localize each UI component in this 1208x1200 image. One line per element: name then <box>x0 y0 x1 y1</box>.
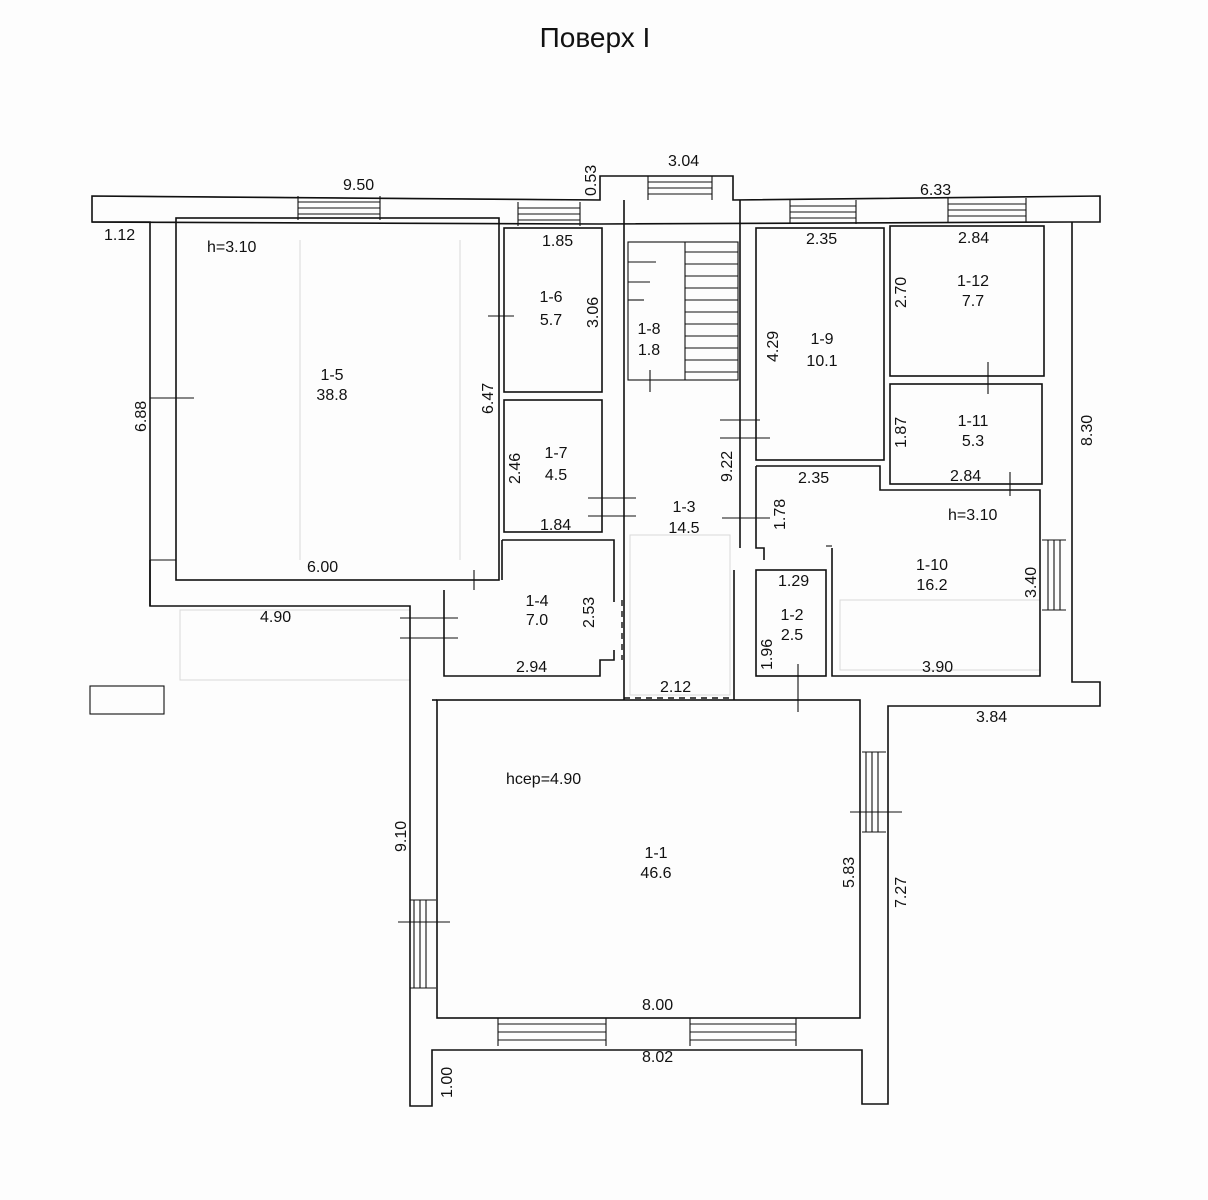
room-1-12-area: 7.7 <box>962 293 984 310</box>
doors <box>150 315 1011 712</box>
page-title: Поверх I <box>539 22 651 53</box>
room-1-5-id: 1-5 <box>320 367 343 384</box>
dim-right-step: 3.84 <box>976 709 1007 726</box>
room-1-4-area: 7.0 <box>526 612 548 629</box>
room-1-3-id: 1-3 <box>672 499 695 516</box>
room-1-2-id: 1-2 <box>780 607 803 624</box>
stair-steps <box>628 242 738 380</box>
room-1-9-area: 10.1 <box>806 353 837 370</box>
room-1-10-id: 1-10 <box>916 557 948 574</box>
interior-walls <box>432 200 1045 1019</box>
room-1-7-area: 4.5 <box>545 467 567 484</box>
dim-r11-outer-height: 7.27 <box>893 877 910 908</box>
window-top-stair <box>647 176 713 200</box>
dim-r19-width: 2.35 <box>806 231 837 248</box>
windows <box>297 176 1066 1046</box>
room-1-6-id: 1-6 <box>539 289 562 306</box>
dim-bottom-return: 1.00 <box>439 1067 456 1098</box>
height-labels: h=3.10 h=3.10 hсер=4.90 <box>207 239 997 788</box>
dim-r17-height: 2.46 <box>507 453 524 484</box>
room-1-7-id: 1-7 <box>544 445 567 462</box>
dim-r19-bottom: 2.35 <box>798 470 829 487</box>
height-room-1-5: h=3.10 <box>207 239 256 256</box>
room-1-3-area: 14.5 <box>668 520 699 537</box>
window-bottom-right <box>689 1018 797 1046</box>
room-1-1-area: 46.6 <box>640 865 671 882</box>
dim-r11-width: 8.00 <box>642 997 673 1014</box>
background-ghost-lines <box>179 240 1041 696</box>
dim-top-left-return: 1.12 <box>104 227 135 244</box>
room-1-9-id: 1-9 <box>810 331 833 348</box>
room-labels: 1-5 38.8 1-6 5.7 1-7 4.5 1-4 7.0 1-8 1.8… <box>316 273 989 882</box>
dim-r112-width: 2.84 <box>958 230 989 247</box>
dim-r12-height: 1.96 <box>759 639 776 670</box>
room-1-6-area: 5.7 <box>540 312 562 329</box>
outer-walls <box>91 175 1101 1107</box>
dim-top-stair-offset: 0.53 <box>583 165 600 196</box>
dim-r15-width: 6.00 <box>307 559 338 576</box>
room-1-1-id: 1-1 <box>644 845 667 862</box>
dim-r19-height: 4.29 <box>765 331 782 362</box>
dim-r15-outer-height: 6.88 <box>133 401 150 432</box>
height-room-1-1: hсер=4.90 <box>506 771 581 788</box>
room-1-8-id: 1-8 <box>637 321 660 338</box>
dim-r11-inner-height: 5.83 <box>841 857 858 888</box>
window-left-11 <box>398 899 450 989</box>
room-1-11-area: 5.3 <box>962 433 984 450</box>
dim-r17-width: 1.84 <box>540 517 571 534</box>
window-top-112 <box>947 198 1027 222</box>
dim-top-stair-width: 3.04 <box>668 153 699 170</box>
room-1-2-area: 2.5 <box>781 627 803 644</box>
dim-r112-height: 2.70 <box>893 277 910 308</box>
dim-r13-height: 9.22 <box>719 451 736 482</box>
dim-r16-width: 1.85 <box>542 233 573 250</box>
dim-top-left-width: 9.50 <box>343 177 374 194</box>
dim-r111-height: 1.87 <box>893 417 910 448</box>
dim-r16-height: 3.06 <box>585 297 602 328</box>
dim-corridor-width: 2.12 <box>660 679 691 696</box>
dim-top-right-width: 6.33 <box>920 182 951 199</box>
room-1-10-area: 16.2 <box>916 577 947 594</box>
window-top-16 <box>517 202 581 226</box>
dim-r110-width: 3.90 <box>922 659 953 676</box>
room-1-12-id: 1-12 <box>957 273 989 290</box>
dim-left-step: 4.90 <box>260 609 291 626</box>
dim-r11-left-height: 9.10 <box>393 821 410 852</box>
dim-bottom-width: 8.02 <box>642 1049 673 1066</box>
legend-box <box>89 685 165 715</box>
window-right-11 <box>850 751 902 833</box>
dim-r14-height: 2.53 <box>581 597 598 628</box>
window-right-110 <box>1042 539 1066 611</box>
dimension-labels: 9.50 1.12 3.04 6.33 6.00 4.90 1.85 1.84 … <box>104 153 1007 1066</box>
dim-right-height: 8.30 <box>1079 415 1096 446</box>
room-1-11-id: 1-11 <box>958 413 989 430</box>
window-bottom-left <box>497 1018 607 1046</box>
window-top-19 <box>789 200 857 224</box>
room-1-5-area: 38.8 <box>316 387 347 404</box>
dimension-labels-vertical: 0.53 6.47 6.88 3.06 2.46 2.53 9.22 1.78 … <box>133 165 1096 1098</box>
room-1-8-area: 1.8 <box>638 342 660 359</box>
dim-r12-width: 1.29 <box>778 573 809 590</box>
dim-r15-height: 6.47 <box>480 383 497 414</box>
dim-r110-height: 3.40 <box>1023 567 1040 598</box>
dim-r14-width: 2.94 <box>516 659 547 676</box>
room-1-4-id: 1-4 <box>525 593 548 610</box>
window-top-left <box>297 196 381 220</box>
dim-r111-width: 2.84 <box>950 468 981 485</box>
dim-r13-notch: 1.78 <box>772 499 789 530</box>
height-room-1-10: h=3.10 <box>948 507 997 524</box>
